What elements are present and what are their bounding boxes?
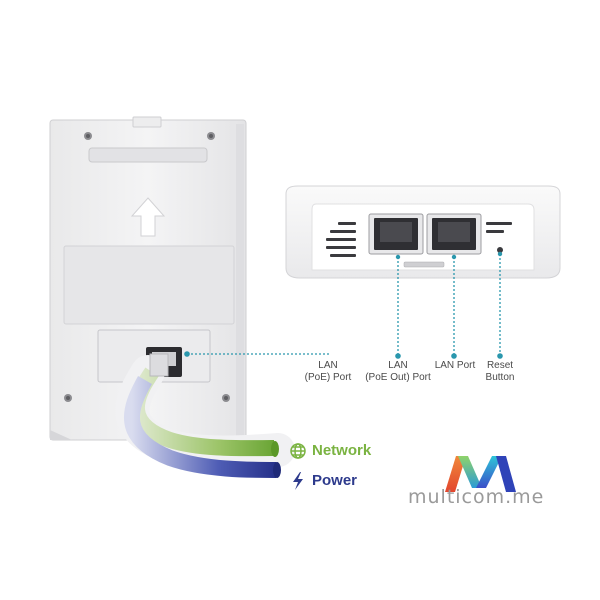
reset-button [497, 247, 503, 253]
vent-left [326, 222, 356, 257]
lan-port [426, 213, 482, 255]
leader-dot-poe [184, 351, 190, 357]
leader-dot-poe-out [395, 353, 401, 359]
callout-lan-poe-out-line2: (PoE Out) Port [365, 372, 431, 383]
callout-lan-poe-out-line1: LAN [388, 360, 408, 371]
callout-lan-poe-out-port: LAN (PoE Out) Port [362, 360, 434, 384]
callout-lan-port: LAN Port [428, 360, 482, 372]
callout-reset-line2: Button [485, 372, 515, 383]
watermark-text: multicom.me [408, 486, 545, 508]
access-point-front-view [285, 185, 561, 279]
ethernet-cable [115, 353, 295, 478]
lan-poe-out-port [368, 213, 424, 255]
up-arrow-icon [130, 197, 166, 237]
globe-icon [290, 443, 306, 459]
mounting-slot [88, 147, 208, 163]
leader-dot-lan [451, 353, 457, 359]
legend-power-label: Power [312, 472, 358, 489]
legend-network-label: Network [312, 442, 372, 459]
callout-reset-button: Reset Button [478, 360, 522, 384]
callout-reset-line1: Reset [486, 360, 514, 371]
leader-lines [184, 251, 503, 359]
label-recess [63, 245, 235, 325]
callout-lan-poe-line1: LAN [318, 360, 338, 371]
callout-lan-poe-line2: (PoE) Port [304, 372, 352, 383]
lightning-icon [293, 472, 303, 490]
vent-right [486, 222, 512, 233]
wall-plate-back-view [49, 116, 247, 441]
watermark-logo [445, 456, 516, 492]
callout-lan-port-line1: LAN Port [434, 360, 476, 371]
callout-lan-poe-port: LAN (PoE) Port [300, 360, 356, 384]
leader-dot-reset [497, 353, 503, 359]
